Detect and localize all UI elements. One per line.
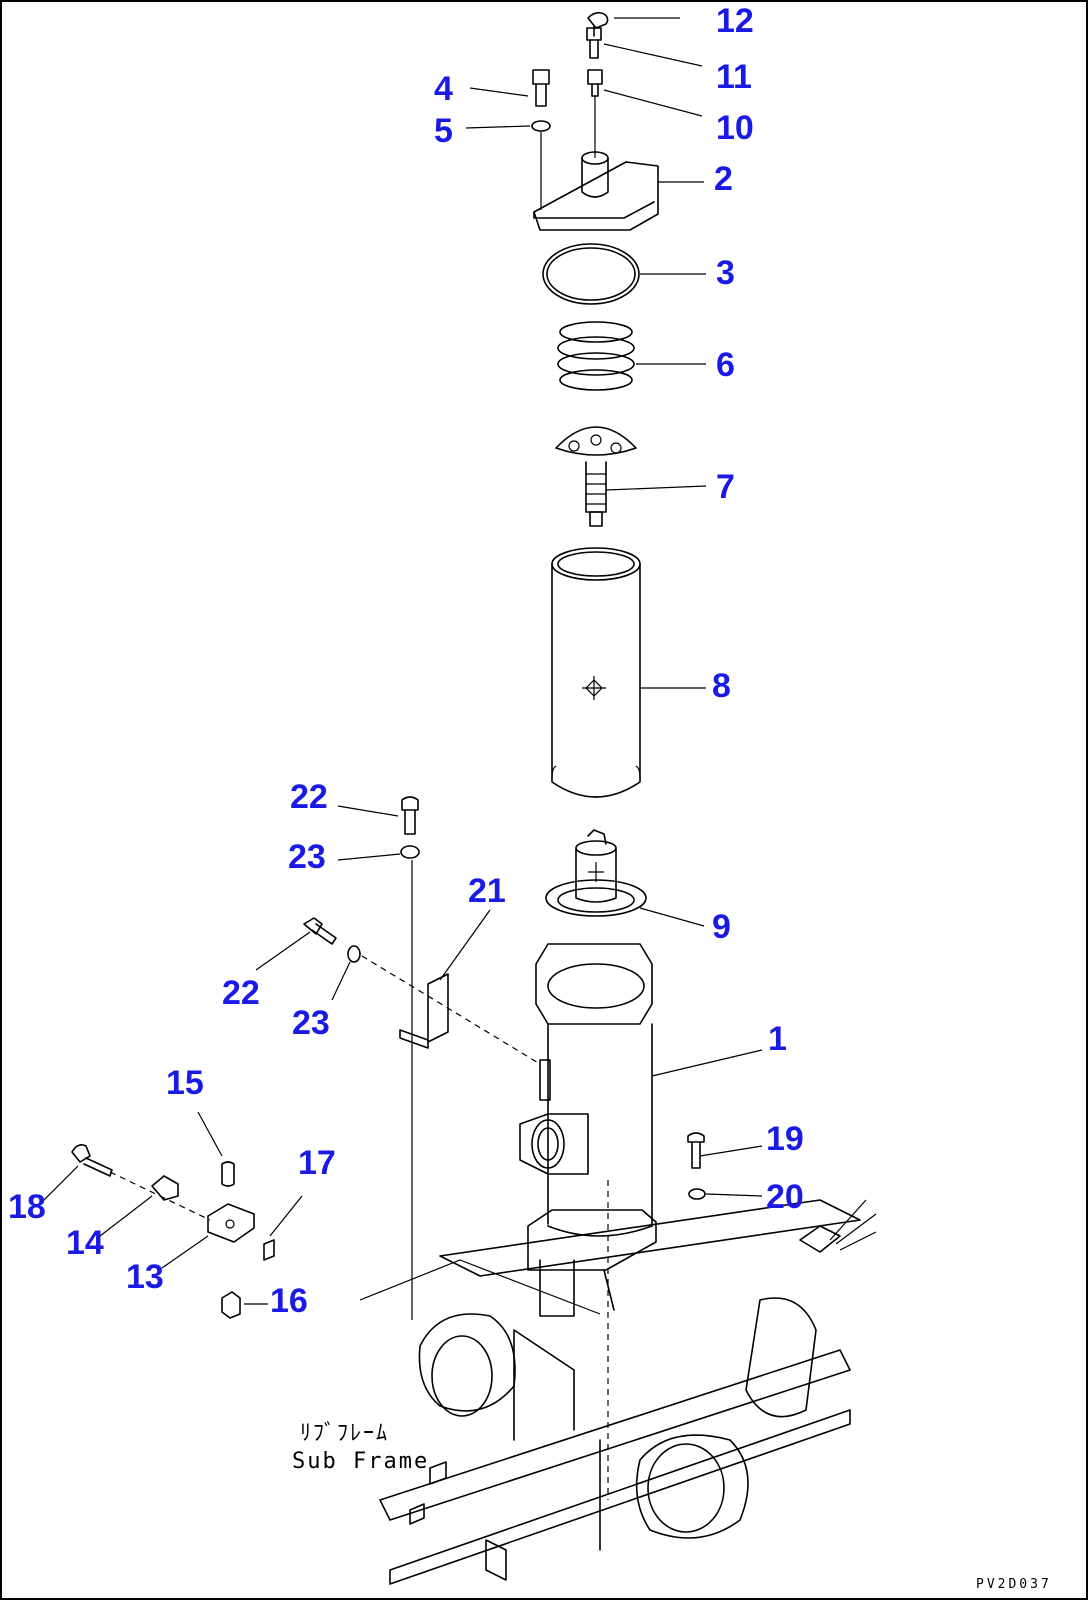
part-10-nut: [587, 69, 603, 97]
callout-15: 15: [166, 1064, 204, 1102]
callout-17: 17: [298, 1144, 336, 1182]
callout-23-upper: 23: [288, 838, 326, 876]
part-14-joint: [151, 1175, 179, 1201]
part-12-clip: [587, 11, 609, 37]
part-16-clamp: [221, 1291, 241, 1319]
part-3-o-ring: [542, 243, 640, 305]
callout-20: 20: [766, 1178, 804, 1216]
part-23-washer-lower: [347, 945, 361, 963]
callout-21: 21: [468, 872, 506, 910]
leader-lines: [39, 17, 763, 1305]
part-17-clip: [263, 1239, 275, 1261]
callout-16: 16: [270, 1282, 308, 1320]
part-22-bolt-upper: [401, 796, 419, 835]
callout-18: 18: [8, 1188, 46, 1226]
callout-11: 11: [716, 58, 752, 96]
caption-japanese: ﾘﾌﾞﾌﾚｰﾑ: [300, 1421, 389, 1446]
part-1-filter-case: [519, 943, 657, 1317]
part-9-strainer: [545, 829, 647, 917]
drawing-code: PV2D037: [976, 1577, 1052, 1592]
part-7-valve: [555, 426, 637, 527]
callout-6: 6: [716, 346, 735, 384]
callout-9: 9: [712, 908, 731, 946]
callout-22-upper: 22: [290, 778, 328, 816]
callout-19: 19: [766, 1120, 804, 1158]
part-5-washer: [531, 120, 551, 132]
caption-sub-frame: Sub Frame: [292, 1449, 429, 1474]
part-15-pin: [221, 1161, 235, 1187]
part-11-bolt: [586, 27, 602, 59]
callout-1: 1: [768, 1020, 787, 1058]
callout-7: 7: [716, 468, 735, 506]
callout-13: 13: [126, 1258, 164, 1296]
part-6-spring: [557, 321, 635, 391]
callout-14: 14: [66, 1224, 104, 1262]
callout-4: 4: [434, 70, 453, 108]
part-20-washer: [688, 1188, 706, 1200]
callout-2: 2: [714, 160, 733, 198]
part-4-bolt: [532, 69, 550, 107]
sub-frame: [359, 1199, 877, 1585]
callout-8: 8: [712, 667, 731, 705]
part-21-bracket: [399, 973, 449, 1049]
part-8-filter-element: [551, 547, 641, 798]
callout-12: 12: [716, 2, 754, 40]
callout-23-lower: 23: [292, 1004, 330, 1042]
part-18-bolt: [71, 1144, 113, 1177]
callout-22-lower: 22: [222, 974, 260, 1012]
part-19-bolt: [687, 1132, 705, 1169]
callout-5: 5: [434, 112, 453, 150]
part-13-block: [207, 1203, 255, 1243]
part-22-bolt-lower: [303, 917, 337, 945]
part-2-cover: [533, 151, 659, 231]
part-23-washer-upper: [400, 845, 420, 859]
callout-3: 3: [716, 254, 735, 292]
callout-10: 10: [716, 109, 754, 147]
